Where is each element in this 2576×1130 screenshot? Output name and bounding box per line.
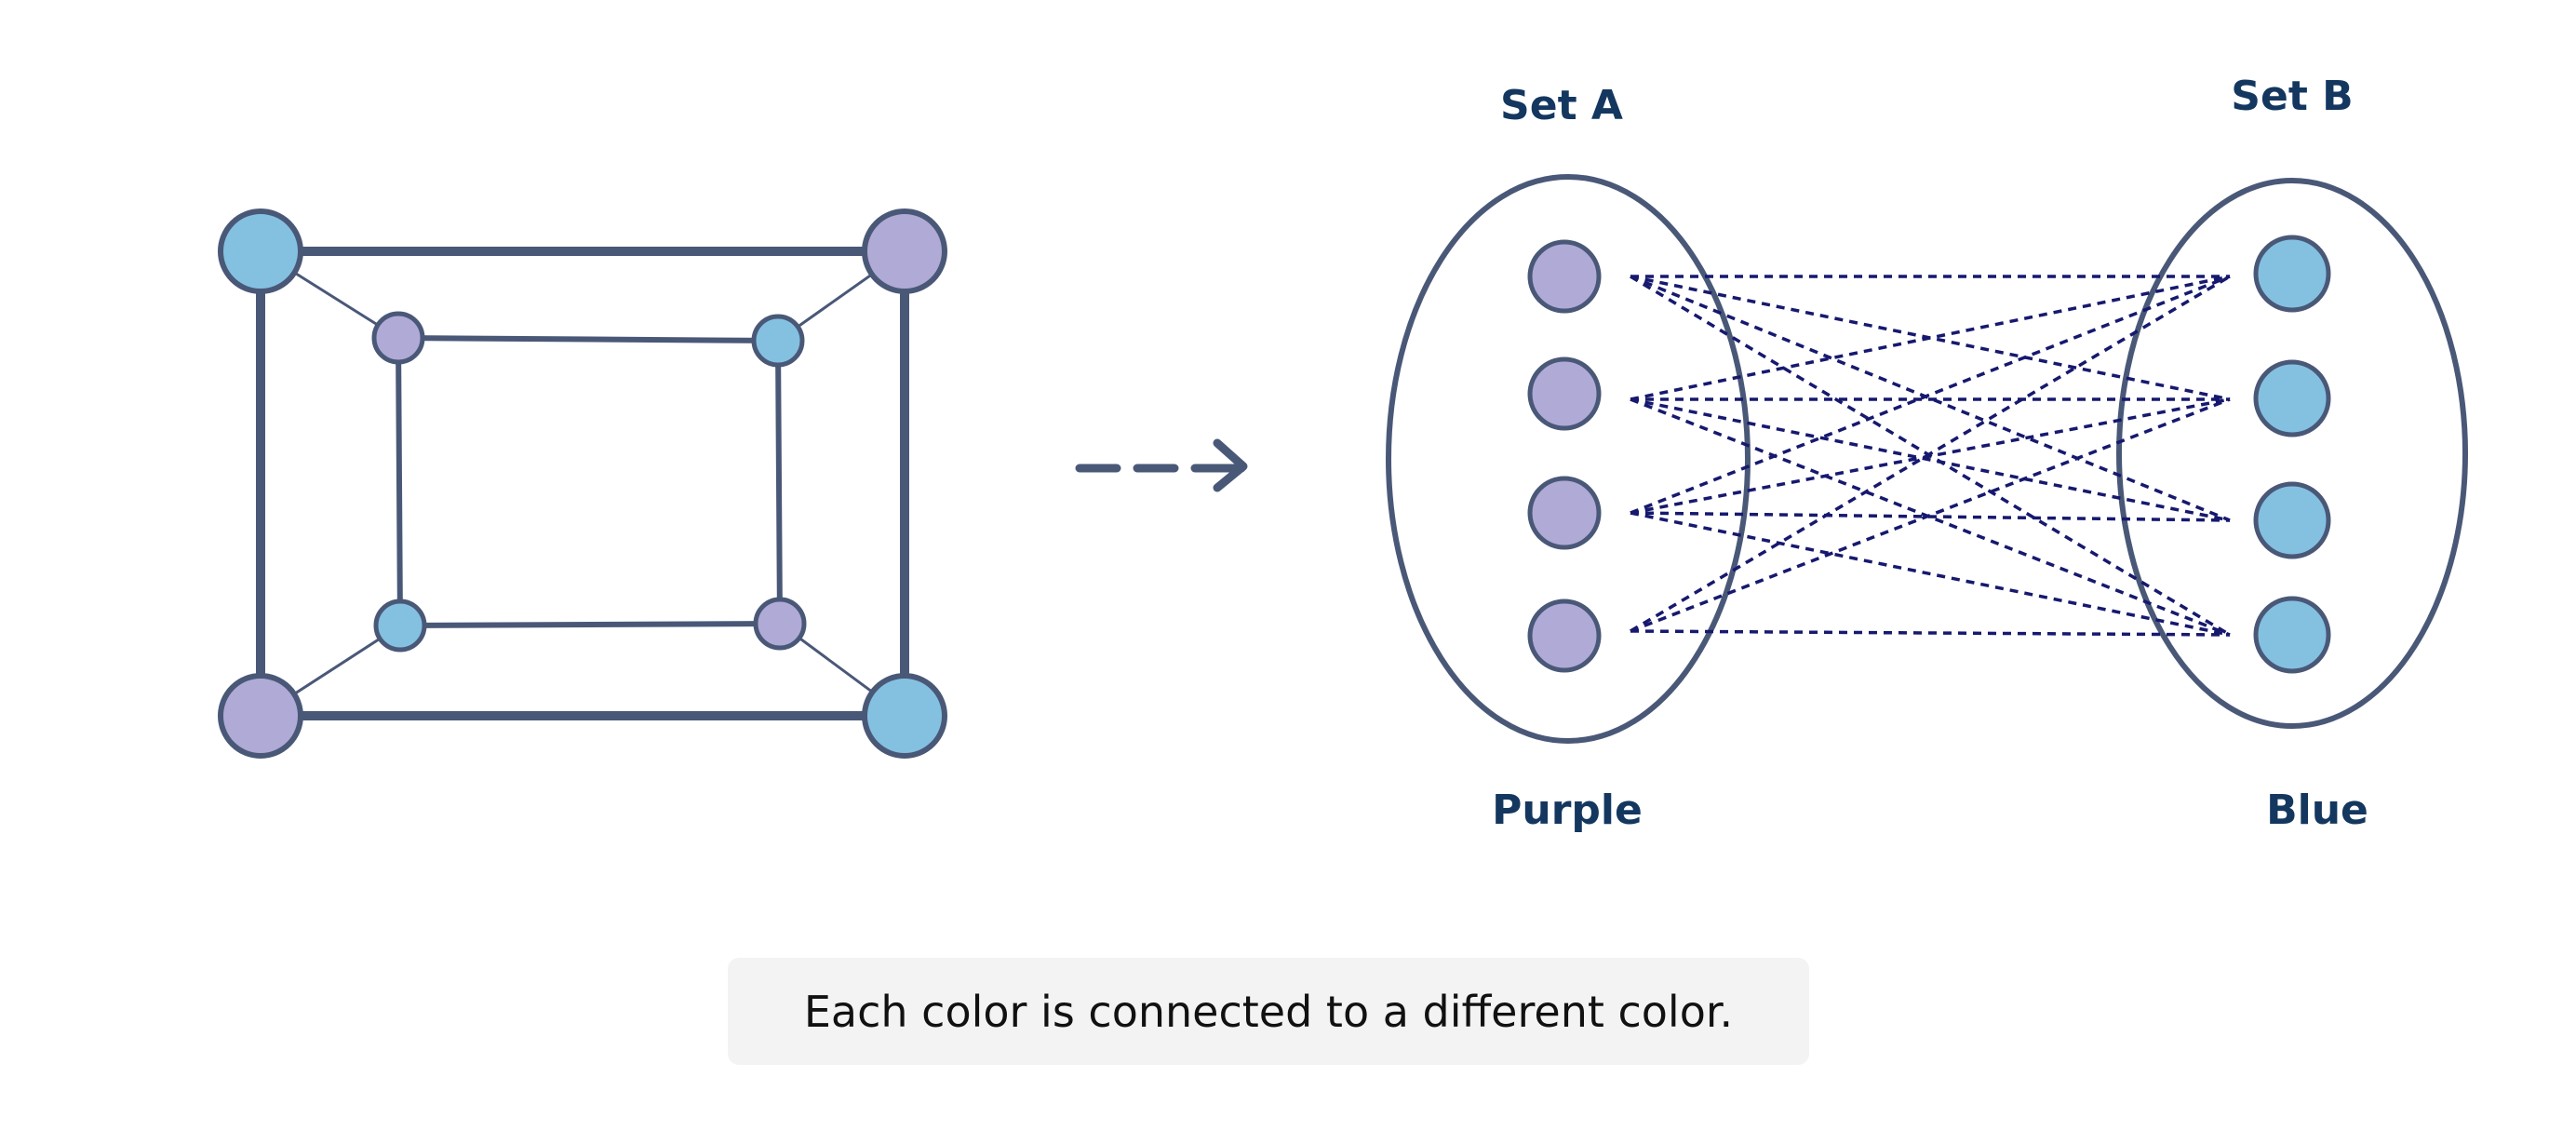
set-b-ellipse (2116, 178, 2468, 729)
set-b-color-label: Blue (2266, 787, 2368, 834)
bipartite-edge (1630, 275, 2231, 522)
bipartite-edge (1630, 397, 2231, 522)
bipartite-edge (1630, 275, 2231, 633)
set-a-title: Set A (1500, 82, 1623, 129)
bipartite-edge (1630, 275, 2231, 515)
transform-arrow-icon (1075, 438, 1248, 492)
bipartite-edge (1630, 397, 2231, 637)
caption-box: Each color is connected to a different c… (728, 958, 1809, 1065)
left-graph-edge (397, 621, 783, 628)
set-b-node-b2 (2253, 359, 2331, 437)
left-graph-edge (396, 335, 781, 343)
left-node-inner-top-right (751, 314, 805, 368)
left-graph-edge (775, 338, 783, 626)
bipartite-edge (1630, 511, 2231, 637)
set-a-node-a3 (1527, 476, 1602, 550)
set-a-node-a1 (1527, 239, 1602, 314)
left-graph-nodes (218, 209, 947, 759)
left-node-outer-top-left (218, 209, 303, 294)
bipartite-edge (1630, 629, 2231, 637)
left-node-inner-bottom-left (373, 599, 427, 652)
caption-text: Each color is connected to a different c… (803, 986, 1734, 1037)
bipartite-edge (1630, 397, 2231, 633)
set-b-node-b1 (2253, 235, 2331, 313)
left-graph-edges (256, 247, 909, 720)
left-node-outer-bottom-right (862, 673, 947, 759)
set-a-color-label: Purple (1492, 787, 1643, 834)
left-graph-edge (396, 335, 403, 628)
left-node-inner-bottom-right (753, 597, 807, 651)
set-a-node-a2 (1527, 356, 1602, 431)
set-ellipses (1386, 174, 2468, 744)
bipartite-edge (1630, 275, 2231, 401)
bipartite-edges (1630, 275, 2231, 637)
set-a-ellipse (1386, 174, 1751, 744)
bipartite-nodes (1527, 235, 2331, 674)
left-node-inner-top-left (371, 311, 425, 365)
left-node-outer-bottom-left (218, 673, 303, 759)
left-node-outer-top-right (862, 209, 947, 294)
bipartite-edge (1630, 397, 2231, 515)
set-b-node-b4 (2253, 596, 2331, 674)
set-b-node-b3 (2253, 481, 2331, 559)
set-b-title: Set B (2231, 73, 2354, 120)
set-a-node-a4 (1527, 599, 1602, 673)
